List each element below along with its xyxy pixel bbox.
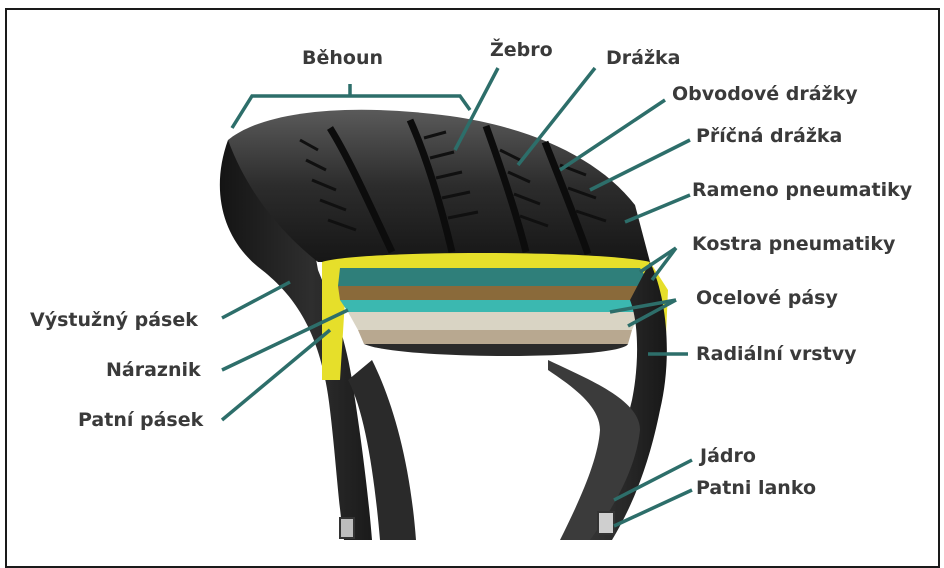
tire-diagram: Běhoun Žebro Drážka Obvodové drážky Příč… [0,0,944,543]
inner-liner [364,344,628,356]
label-pricna-drazka: Příčná drážka [696,125,842,147]
layer-teal-light [340,300,650,312]
pricna-leader [590,140,690,190]
diagram-canvas: Běhoun Žebro Drážka Obvodové drážky Příč… [0,0,944,543]
layer-teal-dark [338,268,652,286]
label-patni-lanko: Patni lanko [696,477,816,499]
label-zebro: Žebro [490,38,553,61]
label-jadro: Jádro [698,445,756,467]
label-rameno-pneumatiky: Rameno pneumatiky [692,179,913,201]
label-naraznik: Náraznik [106,359,201,381]
label-behoun: Běhoun [302,47,383,69]
label-kostra-pneumatiky: Kostra pneumatiky [692,233,896,255]
label-vystuzny-pasek: Výstužný pásek [30,309,198,331]
kostra-leader-2 [652,248,676,280]
left-bead-core [340,518,354,538]
label-drazka: Drážka [606,47,680,69]
layer-steel-belts [348,312,640,330]
label-obvodove-drazky: Obvodové drážky [672,83,858,105]
vystuzny-leader [222,282,290,318]
bead-core [598,512,614,534]
layer-radial [358,330,632,344]
label-ocelove-pasy: Ocelové pásy [696,287,838,309]
layer-brown [338,286,652,300]
label-radialni-vrstvy: Radiální vrstvy [696,343,857,365]
label-patni-pasek: Patní pásek [78,409,204,431]
